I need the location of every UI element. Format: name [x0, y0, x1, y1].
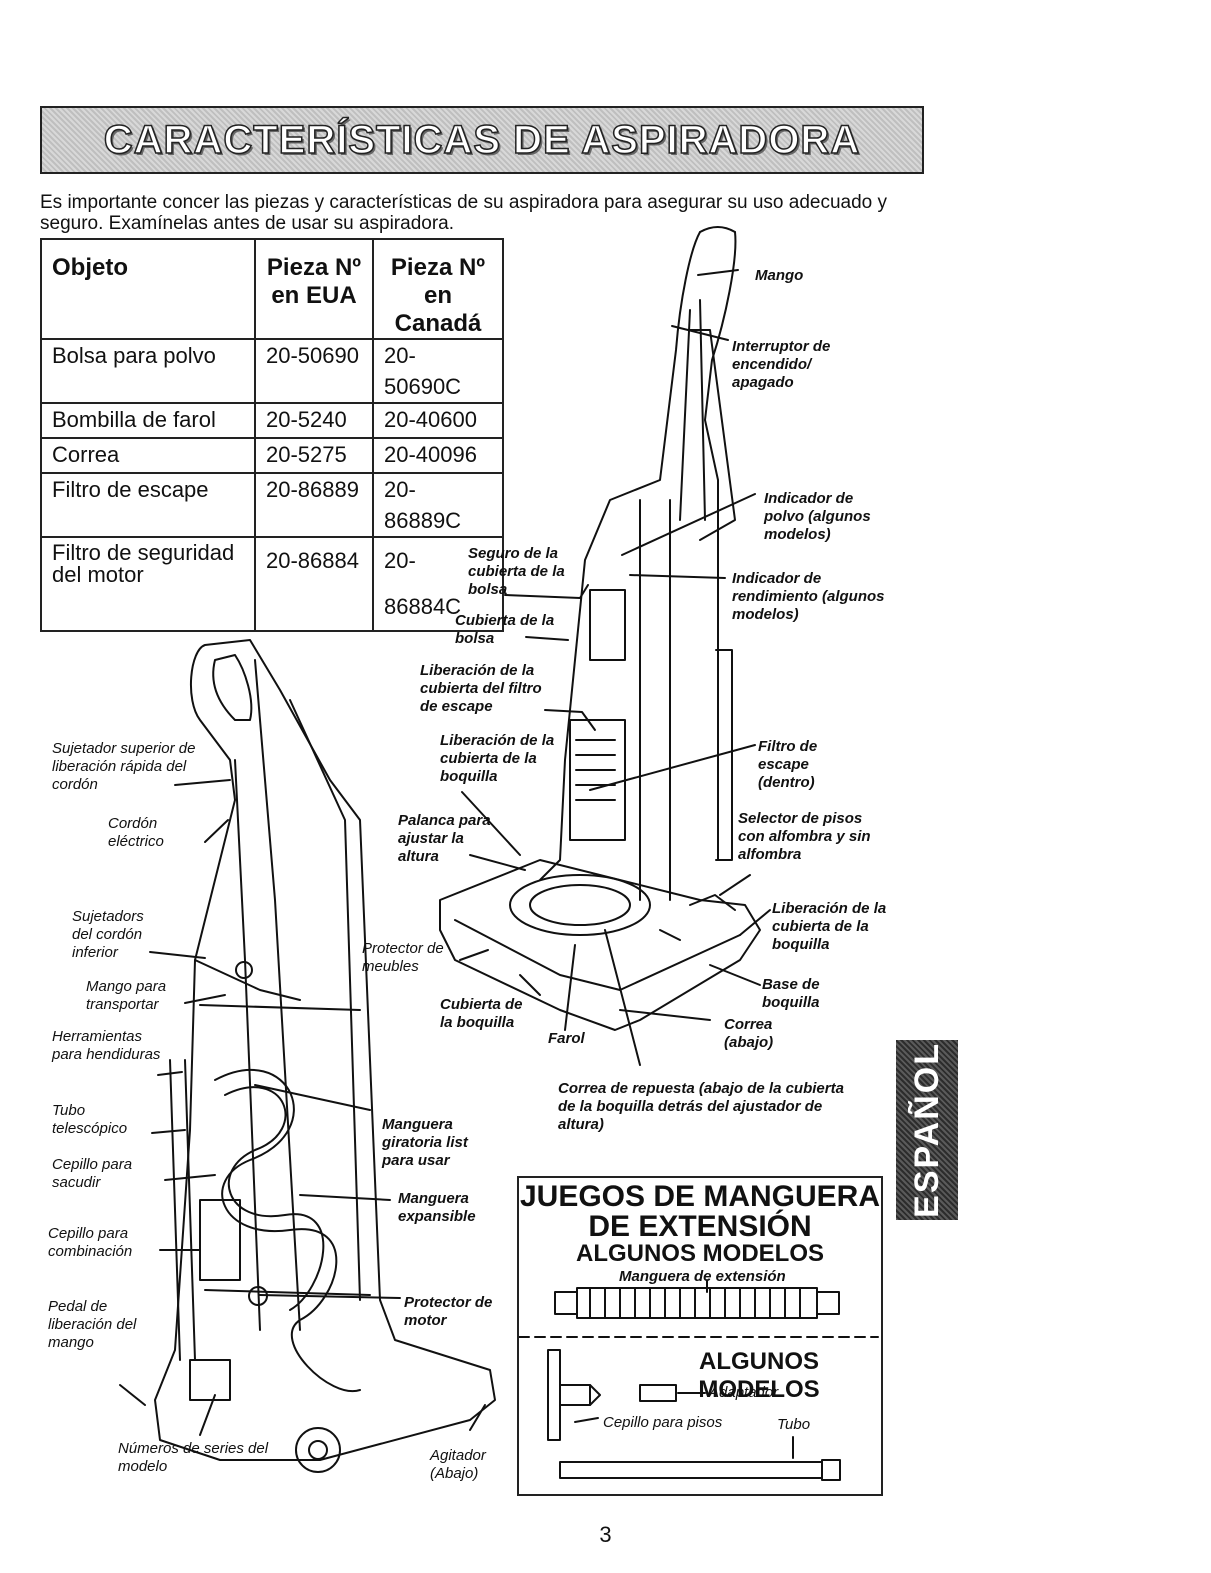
label-cordon: Cordón eléctrico — [108, 815, 164, 850]
extension-hose-illustration — [554, 1279, 840, 1319]
cell-eua: 20-86884 — [254, 536, 374, 632]
label-agitador: Agitador (Abajo) — [430, 1447, 486, 1482]
label-liberacion-filtro: Liberación de la cubierta del filtro de … — [420, 662, 542, 715]
cell-eua: 20-5240 — [254, 402, 374, 439]
label-correa: Correa (abajo) — [724, 1016, 774, 1051]
floor-brush-illustration — [547, 1349, 706, 1441]
cell-objeto: Filtro de seguridad del motor — [40, 536, 256, 632]
label-farol: Farol — [548, 1030, 585, 1047]
label-indicador-rendimiento: Indicador de rendimiento (algunos modelo… — [732, 570, 885, 623]
title-banner: CARACTERÍSTICAS DE ASPIRADORA — [40, 106, 924, 174]
label-base-boquilla: Base de boquilla — [762, 976, 820, 1011]
tubo-label: Tubo — [777, 1416, 811, 1433]
label-mango-transportar: Mango para transportar — [86, 978, 167, 1013]
label-protector-motor: Protector de motor — [404, 1294, 493, 1329]
hose-box-title-line2: DE EXTENSIÓN — [588, 1210, 812, 1243]
hose-caption: Manguera de extensión — [619, 1268, 786, 1285]
page-number: 3 — [599, 1522, 612, 1547]
label-cubierta-bolsa: Cubierta de la bolsa — [455, 612, 555, 647]
cell-canada: 20-40096 — [372, 437, 504, 474]
cell-objeto: Bombilla de farol — [40, 402, 256, 439]
adaptador-label: Adaptador — [709, 1384, 779, 1401]
hose-box-title-line1: JUEGOS DE MANGUERA — [519, 1180, 881, 1213]
label-herramientas: Herramientas para hendiduras — [52, 1028, 161, 1063]
label-numeros: Números de series del modelo — [118, 1440, 269, 1475]
cepillo-pisos-label: Cepillo para pisos — [603, 1414, 723, 1431]
label-selector: Selector de pisos con alfombra y sin alf… — [738, 810, 871, 863]
label-manguera-giratoria: Manguera giratoria list para usar — [382, 1116, 468, 1169]
cell-objeto: Bolsa para polvo — [40, 338, 256, 404]
header-pieza-eua: Pieza Nº en EUA — [254, 238, 374, 340]
leader-mango — [697, 269, 739, 276]
label-cubierta-boquilla: Cubierta de la boquilla — [440, 996, 523, 1031]
hose-box-subtitle: ALGUNOS MODELOS — [575, 1240, 824, 1267]
language-tab-label: ESPAÑOL — [907, 1042, 946, 1218]
label-sujetador-superior: Sujetador superior de liberación rápida … — [52, 740, 196, 793]
header-pieza-canada: Pieza Nº en Canadá — [372, 238, 504, 340]
label-cepillo-sacudir: Cepillo para sacudir — [52, 1156, 133, 1191]
parts-table: Objeto Pieza Nº en EUA Pieza Nº en Canad… — [40, 238, 504, 632]
cell-canada: 20-86884C — [372, 536, 504, 632]
cell-eua: 20-50690 — [254, 338, 374, 404]
header-objeto: Objeto — [40, 238, 256, 340]
label-cepillo-combinacion: Cepillo para combinación — [48, 1225, 133, 1260]
tube-illustration — [559, 1436, 841, 1481]
table-header-row: Objeto Pieza Nº en EUA Pieza Nº en Canad… — [40, 238, 504, 340]
label-sujetadors: Sujetadors del cordón inferior — [72, 908, 144, 961]
label-protector-muebles: Protector de meubles — [362, 940, 444, 975]
cell-objeto: Correa — [40, 437, 256, 474]
label-manguera-expansible: Manguera expansible — [398, 1190, 476, 1225]
label-liberacion-boquilla-der: Liberación de la cubierta de la boquilla — [772, 900, 887, 953]
label-tubo-telescopico: Tubo telescópico — [52, 1102, 128, 1137]
label-palanca: Palanca para ajustar la altura — [398, 812, 491, 865]
label-mango: Mango — [755, 267, 804, 284]
label-filtro-escape: Filtro de escape (dentro) — [758, 738, 818, 791]
hose-sets-box: JUEGOS DE MANGUERA DE EXTENSIÓN ALGUNOS … — [517, 1176, 883, 1496]
hose-box-subtitle2: ALGUNOS MODELOS — [698, 1348, 820, 1403]
cell-objeto: Filtro de escape — [40, 472, 256, 538]
table-row: Correa 20-5275 20-40096 — [40, 437, 504, 474]
label-indicador-polvo: Indicador de polvo (algunos modelos) — [764, 490, 871, 543]
label-pedal: Pedal de liberación del mango — [48, 1298, 137, 1351]
label-liberacion-boquilla-izq: Liberación de la cubierta de la boquilla — [440, 732, 555, 785]
page-title: CARACTERÍSTICAS DE ASPIRADORA — [103, 117, 861, 163]
label-correa-repuesta: Correa de repuesta (abajo de la cubierta… — [558, 1080, 844, 1133]
cell-canada: 20-86889C — [372, 472, 504, 538]
table-row: Filtro de escape 20-86889 20-86889C — [40, 472, 504, 538]
intro-text: Es importante concer las piezas y caract… — [40, 192, 888, 234]
table-row: Bombilla de farol 20-5240 20-40600 — [40, 402, 504, 439]
label-seguro-cubierta: Seguro de la cubierta de la bolsa — [468, 545, 565, 598]
cell-canada: 20-40600 — [372, 402, 504, 439]
table-row: Filtro de seguridad del motor 20-86884 2… — [40, 536, 504, 632]
cell-eua: 20-86889 — [254, 472, 374, 538]
label-interruptor: Interruptor de encendido/ apagado — [732, 338, 831, 391]
cell-eua: 20-5275 — [254, 437, 374, 474]
cell-canada: 20-50690C — [372, 338, 504, 404]
table-row: Bolsa para polvo 20-50690 20-50690C — [40, 338, 504, 404]
rear-vacuum-illustration — [154, 639, 496, 1473]
front-vacuum-illustration — [439, 226, 761, 1031]
language-tab: ESPAÑOL — [896, 1040, 958, 1220]
